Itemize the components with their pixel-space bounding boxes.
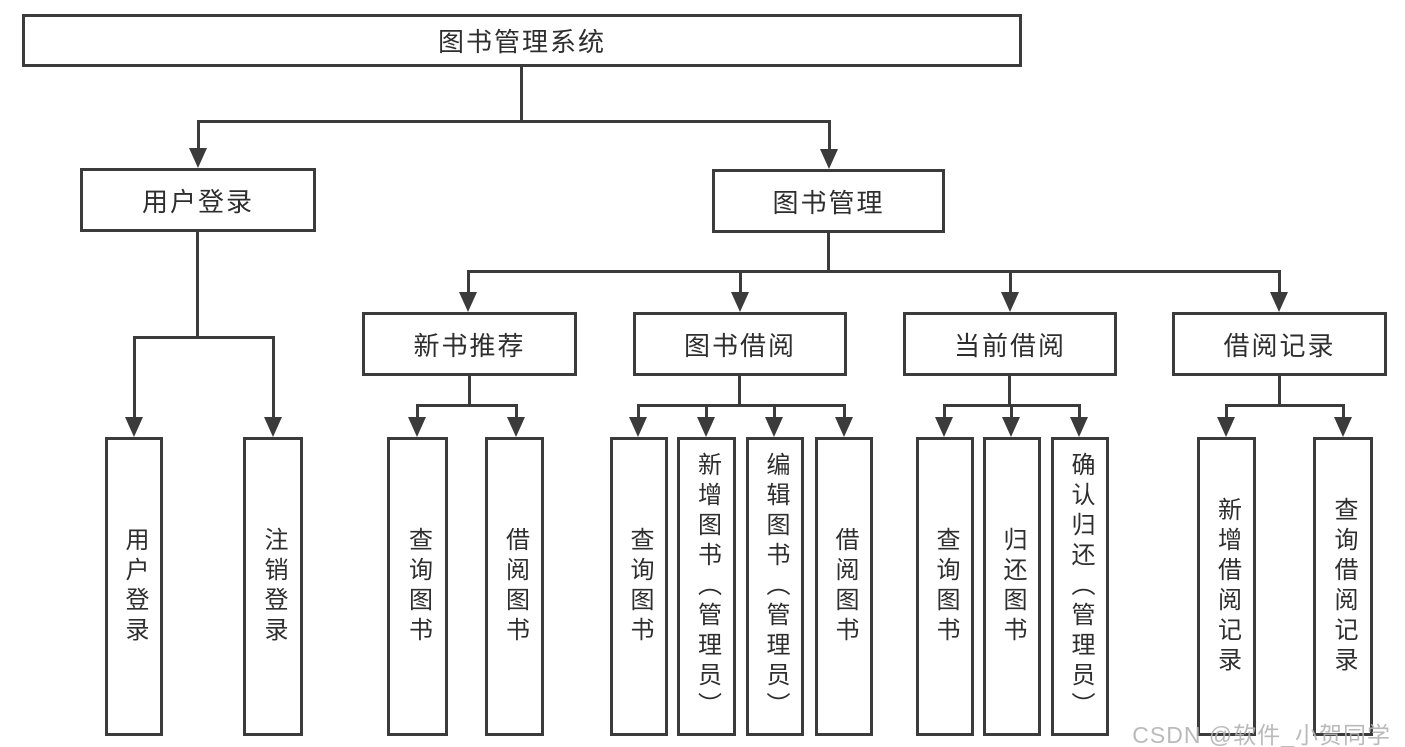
leaf-return-books: 归还图书 (983, 437, 1041, 736)
arrow-down-icon (1001, 292, 1019, 312)
node-label: 当前借阅 (953, 330, 1066, 361)
leaf-query-books-recommend: 查询图书 (387, 437, 448, 736)
node-borrowing-records: 借阅记录 (1172, 312, 1387, 376)
arrow-down-icon (189, 148, 207, 168)
leaf-query-borrow-record: 查询借阅记录 (1313, 437, 1373, 736)
connector-line (467, 270, 1281, 273)
arrow-down-icon (629, 417, 647, 437)
leaf-label: 借阅图书 (501, 526, 529, 647)
arrow-down-icon (731, 292, 749, 312)
leaf-label: 新增图书（管理员） (693, 451, 721, 722)
leaf-label: 确认归还（管理员） (1067, 451, 1094, 722)
arrow-down-icon (835, 417, 853, 437)
connector-line (416, 404, 518, 407)
leaf-label: 借阅图书 (831, 526, 858, 647)
arrow-down-icon (1217, 417, 1235, 437)
connector-line (1278, 376, 1281, 407)
leaf-add-borrow-record: 新增借阅记录 (1197, 437, 1256, 736)
csdn-watermark: CSDN @软件_小贺同学 (1132, 722, 1391, 747)
connector-line (1078, 404, 1081, 419)
connector-line (197, 120, 200, 149)
connector-line (467, 270, 470, 294)
node-library-management-system: 图书管理系统 (22, 14, 1022, 67)
node-book-borrowing: 图书借阅 (633, 312, 847, 376)
leaf-label: 新增借阅记录 (1213, 496, 1241, 677)
leaf-logout: 注销登录 (243, 437, 303, 736)
node-user-login: 用户登录 (80, 168, 316, 232)
arrow-down-icon (507, 417, 525, 437)
arrow-down-icon (935, 417, 953, 437)
connector-line (1278, 270, 1281, 294)
arrow-down-icon (765, 417, 783, 437)
node-label: 图书借阅 (683, 330, 796, 361)
connector-line (637, 404, 640, 419)
leaf-label: 编辑图书（管理员） (762, 451, 789, 722)
arrow-down-icon (264, 417, 282, 437)
connector-line (843, 404, 846, 419)
leaf-label: 查询图书 (932, 526, 959, 647)
leaf-borrow-books-recommend: 借阅图书 (485, 437, 544, 736)
node-label: 图书管理 (772, 187, 885, 218)
connector-line (1342, 404, 1345, 419)
leaf-user-login: 用户登录 (105, 437, 163, 736)
connector-line (1009, 270, 1012, 294)
connector-line (520, 67, 523, 120)
arrow-down-icon (697, 417, 715, 437)
connector-line (738, 376, 741, 407)
connector-line (1225, 404, 1228, 419)
connector-line (1008, 376, 1011, 407)
leaf-confirm-return-admin: 确认归还（管理员） (1051, 437, 1109, 736)
connector-line (739, 270, 742, 294)
connector-line (1010, 404, 1013, 419)
leaf-edit-books-admin: 编辑图书（管理员） (746, 437, 804, 736)
connector-line (773, 404, 776, 419)
node-label: 图书管理系统 (437, 27, 606, 57)
node-label: 新书推荐 (413, 330, 526, 361)
leaf-label: 查询图书 (626, 526, 653, 647)
connector-line (133, 336, 275, 339)
arrow-down-icon (459, 292, 477, 312)
arrow-down-icon (1070, 417, 1088, 437)
node-label: 借阅记录 (1223, 330, 1336, 361)
connector-line (637, 404, 846, 407)
leaf-query-books-borrowing: 查询图书 (610, 437, 668, 736)
arrow-down-icon (1270, 292, 1288, 312)
arrow-down-icon (820, 149, 838, 169)
connector-line (196, 232, 199, 339)
leaf-label: 归还图书 (999, 526, 1026, 647)
node-label: 用户登录 (141, 186, 254, 217)
connector-line (133, 336, 136, 418)
connector-line (272, 336, 275, 418)
leaf-borrow-books: 借阅图书 (815, 437, 873, 736)
connector-line (197, 120, 831, 123)
connector-line (515, 404, 518, 419)
arrow-down-icon (1334, 417, 1352, 437)
node-new-book-recommend: 新书推荐 (362, 312, 577, 376)
leaf-label: 注销登录 (260, 526, 287, 647)
leaf-label: 查询图书 (404, 526, 432, 647)
connector-line (416, 404, 419, 419)
leaf-label: 用户登录 (121, 526, 148, 647)
leaf-label: 查询借阅记录 (1330, 496, 1357, 677)
connector-line (705, 404, 708, 419)
connector-line (943, 404, 946, 419)
connector-line (1225, 404, 1345, 407)
leaf-query-books-current: 查询图书 (916, 437, 974, 736)
arrow-down-icon (408, 417, 426, 437)
node-book-management: 图书管理 (712, 169, 945, 233)
connector-line (827, 233, 830, 273)
leaf-add-books-admin: 新增图书（管理员） (677, 437, 736, 736)
arrow-down-icon (125, 417, 143, 437)
arrow-down-icon (1002, 417, 1020, 437)
node-current-borrowing: 当前借阅 (903, 312, 1117, 376)
connector-line (828, 120, 831, 150)
connector-line (468, 376, 471, 407)
